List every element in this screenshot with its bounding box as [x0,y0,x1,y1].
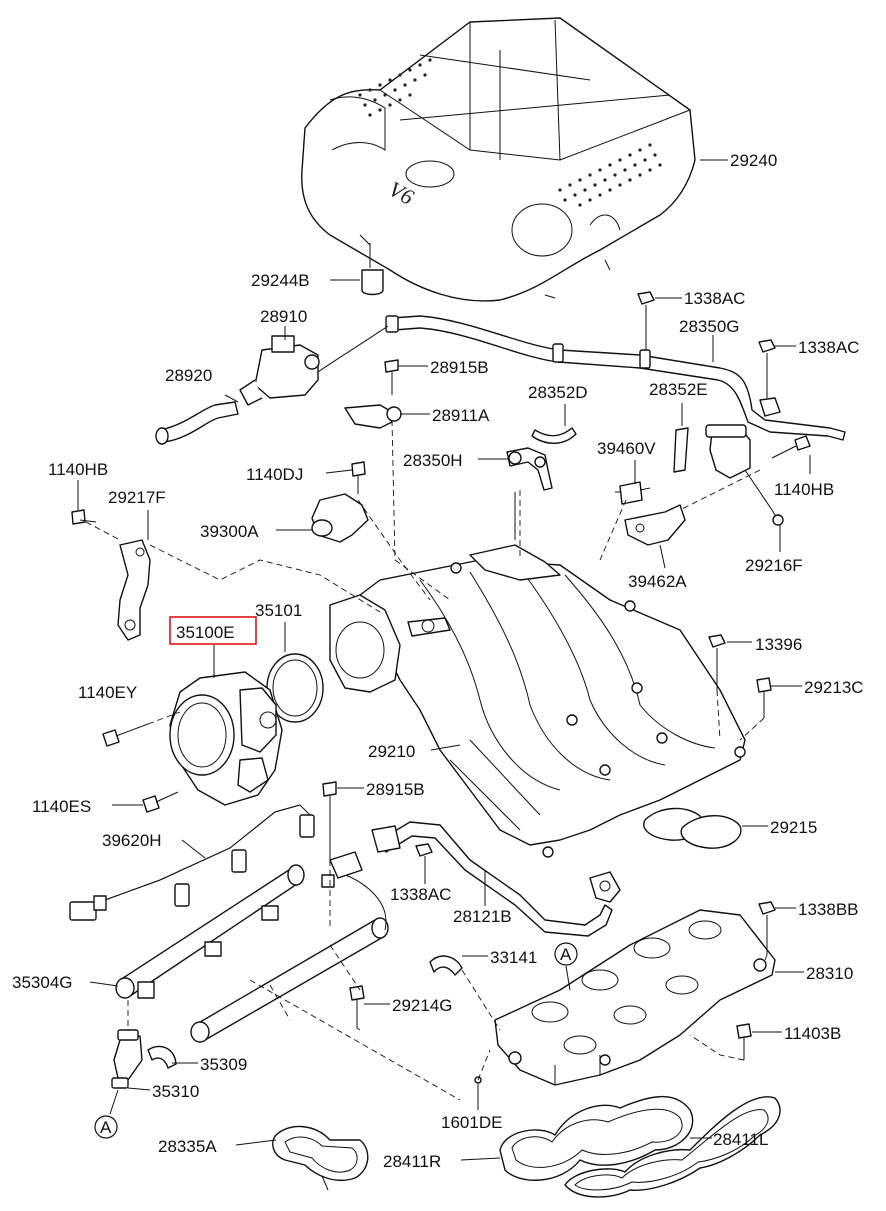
fuel-feed-line[interactable] [371,821,621,937]
engine-cover[interactable]: V6 [301,17,696,302]
label-28350h[interactable]: 28350H [403,451,463,470]
manifold-gasket-28411l[interactable] [564,1096,781,1198]
highlight-box-35100e [169,616,257,645]
bolt-29214g[interactable] [349,985,365,1028]
label-28920[interactable]: 28920 [165,366,212,385]
label-28350g[interactable]: 28350G [679,317,740,336]
label-1140dj[interactable]: 1140DJ [246,465,303,484]
label-1140es[interactable]: 1140ES [32,797,91,816]
label-29210[interactable]: 29210 [368,742,415,761]
hose-33141[interactable] [429,955,463,976]
bolt-1140hb-right[interactable] [771,435,811,459]
label-33141[interactable]: 33141 [490,948,537,967]
vacuum-solenoid[interactable] [615,481,651,505]
label-1338ac-a[interactable]: 1338AC [684,289,745,308]
label-28411r[interactable]: 28411R [383,1152,441,1171]
label-29244b[interactable]: 29244B [251,271,310,290]
intake-manifold[interactable] [329,492,746,858]
part-labels: 29240 29244B 28910 28920 1338AC 28350G 1… [12,151,864,1171]
label-29217f[interactable]: 29217F [108,488,166,507]
vacuum-actuator[interactable] [705,424,784,526]
label-35304g[interactable]: 35304G [12,973,73,992]
cover-grommet[interactable] [361,243,384,296]
throttle-body[interactable] [169,645,283,806]
label-1338ac-c[interactable]: 1338AC [390,885,451,904]
leader-lines [77,159,811,1161]
bolt-1140es[interactable] [142,791,179,813]
manifold-gasket-28411r[interactable] [499,1095,694,1181]
svg-text:A: A [560,945,572,964]
injector-harness[interactable] [69,804,315,921]
label-35309[interactable]: 35309 [200,1055,247,1074]
purge-hose[interactable] [155,401,239,445]
label-29240[interactable]: 29240 [730,151,777,170]
label-28915b-b[interactable]: 28915B [366,780,425,799]
label-28411l[interactable]: 28411L [713,1130,768,1149]
bolt-1140ey[interactable] [102,723,149,747]
label-28352d[interactable]: 28352D [528,383,588,402]
label-28310[interactable]: 28310 [806,964,853,983]
pcv-hose-28350h[interactable] [506,447,553,491]
label-29216f[interactable]: 29216F [745,556,803,575]
label-28121b[interactable]: 28121B [453,907,512,926]
lower-intake-manifold[interactable] [494,909,776,1086]
nut-1338bb[interactable] [758,901,776,955]
marker-a-bottom[interactable]: A [94,1115,118,1139]
manifold-gaskets-29215[interactable] [643,807,742,849]
label-28335a[interactable]: 28335A [158,1137,217,1156]
solenoid-bracket[interactable] [624,504,686,546]
label-29215[interactable]: 29215 [770,818,817,837]
label-1140hb-b[interactable]: 1140HB [774,480,834,499]
marker-a-top[interactable]: A [554,942,578,966]
label-29213c[interactable]: 29213C [804,678,864,697]
fuel-rail-left[interactable] [115,864,305,999]
bracket-29217f[interactable] [117,539,151,641]
injector-clip[interactable] [147,1045,177,1069]
label-35101[interactable]: 35101 [255,601,302,620]
label-39462a[interactable]: 39462A [628,572,687,591]
fuel-injector[interactable] [111,1029,143,1089]
label-39620h[interactable]: 39620H [102,831,162,850]
nut-1338ac-lower[interactable] [415,843,433,857]
label-28915b-a[interactable]: 28915B [430,358,489,377]
bolt-28915b-upper[interactable] [384,359,399,395]
label-1338ac-b[interactable]: 1338AC [798,338,859,357]
label-1338bb[interactable]: 1338BB [798,900,859,919]
bolt-28915b-lower[interactable] [322,781,337,860]
label-39300a[interactable]: 39300A [200,522,259,541]
bolt-1140hb-left[interactable] [71,509,97,525]
label-1601de[interactable]: 1601DE [441,1113,502,1132]
assembly-lines [85,419,768,1101]
label-28911a[interactable]: 28911A [432,406,490,425]
bolt-1140dj[interactable] [351,461,366,494]
label-1140ey[interactable]: 1140EY [78,683,137,702]
label-35100e[interactable]: 35100E [176,623,235,642]
vacuum-hose-main[interactable] [317,315,846,441]
dowel-1601de[interactable] [474,1076,482,1110]
nut-13396[interactable] [708,634,726,690]
label-28910[interactable]: 28910 [260,307,307,326]
fuel-rail-right[interactable] [190,851,389,1043]
throttle-gasket-28335a[interactable] [272,1125,369,1191]
map-sensor[interactable] [311,493,369,543]
label-13396[interactable]: 13396 [755,635,802,654]
label-28352e[interactable]: 28352E [649,380,708,399]
purge-solenoid[interactable] [239,326,320,406]
label-39460v[interactable]: 39460V [597,439,656,458]
label-29214g[interactable]: 29214G [392,996,453,1015]
nut-1338ac-upper[interactable] [637,291,655,350]
hose-28352e[interactable] [673,427,689,473]
label-35310[interactable]: 35310 [152,1082,199,1101]
nut-1338ac-right[interactable] [758,339,776,398]
hose-28352d[interactable] [531,427,577,444]
bracket-28911a[interactable] [344,404,402,429]
label-11403b[interactable]: 11403B [784,1024,841,1043]
label-1140hb-a[interactable]: 1140HB [48,460,108,479]
bolt-29213c[interactable] [756,677,772,718]
bolt-11403b[interactable] [736,1023,752,1060]
svg-text:A: A [100,1118,112,1137]
